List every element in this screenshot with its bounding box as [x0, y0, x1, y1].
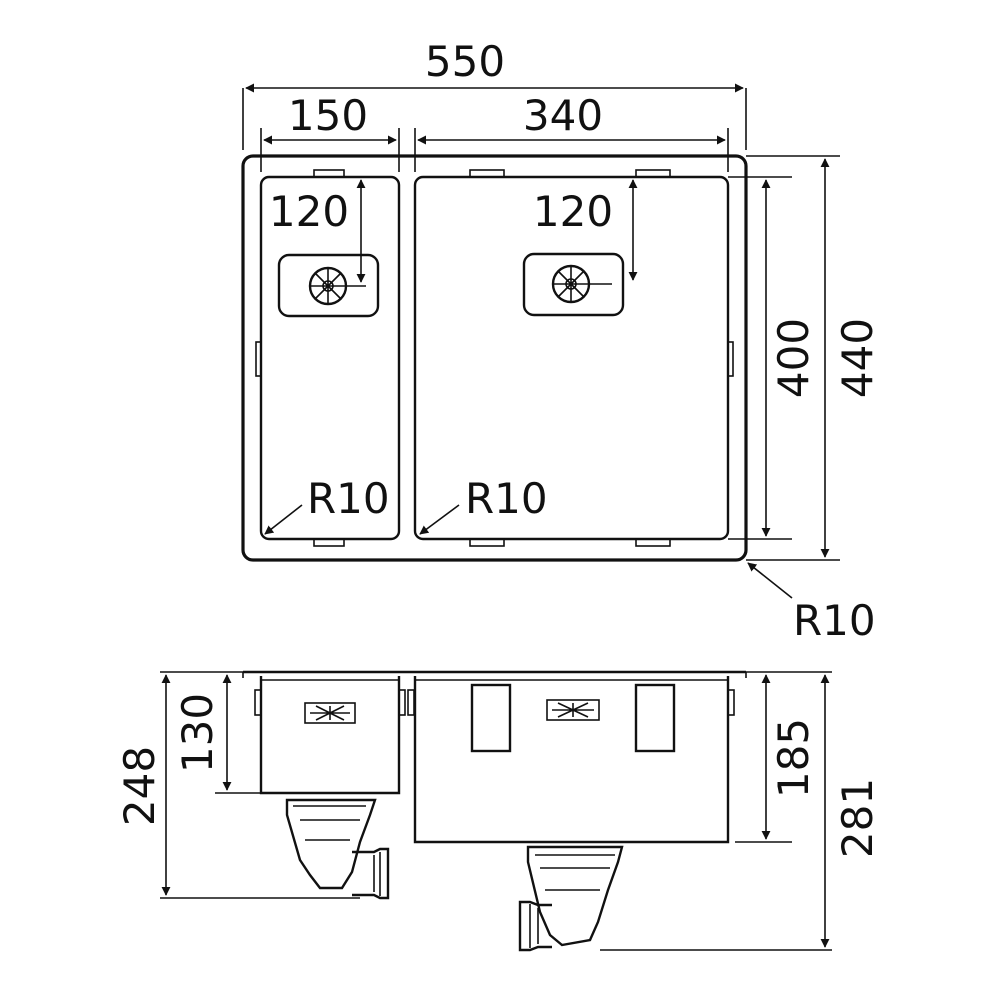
dim-left-drain-offset: 120	[269, 179, 366, 283]
dim-right-total-depth-label: 281	[833, 778, 882, 858]
dim-left-total-depth-label: 248	[115, 746, 164, 826]
radius-callout-right: R10	[419, 474, 548, 535]
radius-callout-left: R10	[264, 474, 390, 535]
dim-inner-height-label: 400	[769, 318, 818, 398]
dim-left-bowl-width: 150	[263, 91, 397, 145]
right-drain	[522, 252, 625, 317]
dim-overall-width: 550	[245, 37, 744, 93]
dim-left-total-depth: 248	[115, 674, 171, 896]
outer-rim	[241, 154, 748, 562]
left-drain-side	[304, 702, 356, 724]
front-right-bowl	[413, 676, 730, 844]
dim-overall-width-label: 550	[425, 37, 505, 86]
front-extension-lines	[160, 671, 832, 951]
left-waste-trap	[285, 798, 390, 900]
dim-right-total-depth: 281	[820, 674, 882, 948]
dim-right-bowl-depth-label: 185	[769, 718, 818, 798]
right-waste-trap	[518, 845, 624, 952]
radius-callout-outer: R10	[747, 562, 876, 645]
left-drain	[277, 253, 380, 318]
dim-overall-height: 440	[820, 158, 882, 558]
extension-lines	[242, 88, 840, 561]
dim-left-bowl-depth-label: 130	[173, 693, 222, 773]
top-view: 550 150 340 120 120 400 440	[241, 37, 882, 645]
dim-right-bowl-depth: 185	[761, 674, 818, 840]
dim-right-bowl-width-label: 340	[523, 91, 603, 140]
right-drain-side	[546, 699, 600, 721]
dim-left-drain-offset-label: 120	[269, 187, 349, 236]
front-view: 248 130 185 281	[115, 670, 882, 952]
dim-inner-height: 400	[761, 179, 818, 537]
front-left-bowl	[259, 676, 401, 795]
radius-left-label: R10	[307, 474, 390, 523]
dim-overall-height-label: 440	[833, 318, 882, 398]
radius-right-label: R10	[465, 474, 548, 523]
dim-right-drain-offset-label: 120	[533, 187, 613, 236]
dim-left-bowl-width-label: 150	[288, 91, 368, 140]
dim-left-bowl-depth: 130	[173, 674, 232, 791]
dim-right-drain-offset: 120	[533, 179, 638, 281]
dim-right-bowl-width: 340	[417, 91, 726, 145]
rim-clips	[255, 169, 734, 547]
radius-outer-label: R10	[793, 596, 876, 645]
